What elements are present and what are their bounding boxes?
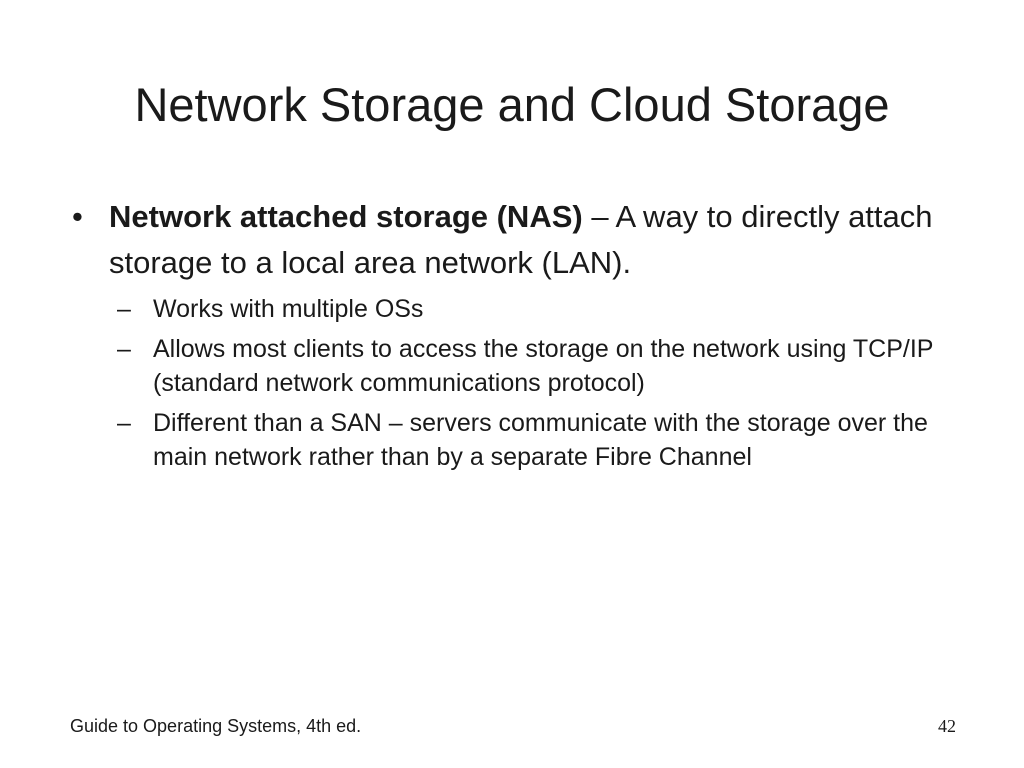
page-number: 42 — [938, 716, 956, 736]
bullet-text: – A way to directly attach storage to a … — [109, 199, 933, 280]
dash-icon: – — [117, 295, 131, 323]
sub-bullet-list: – Works with multiple OSs – Allows most … — [109, 292, 972, 474]
dash-icon: – — [117, 335, 131, 363]
sub-bullet-text: Different than a SAN – servers communica… — [153, 409, 928, 471]
sub-bullet-text: Works with multiple OSs — [153, 295, 424, 323]
sub-bullet-item: – Works with multiple OSs — [109, 292, 972, 326]
slide-title: Network Storage and Cloud Storage — [134, 78, 890, 131]
bullet-list: • Network attached storage (NAS) – A way… — [72, 194, 972, 480]
dash-icon: – — [117, 409, 131, 437]
sub-bullet-text: Allows most clients to access the storag… — [153, 335, 934, 397]
bullet-lead-term: Network attached storage (NAS) — [109, 199, 583, 234]
sub-bullet-item: – Different than a SAN – servers communi… — [109, 406, 972, 474]
footer-book-title: Guide to Operating Systems, 4th ed. — [70, 716, 362, 736]
sub-bullet-item: – Allows most clients to access the stor… — [109, 332, 972, 400]
bullet-dot-icon: • — [72, 199, 83, 234]
bullet-item: • Network attached storage (NAS) – A way… — [72, 194, 972, 474]
